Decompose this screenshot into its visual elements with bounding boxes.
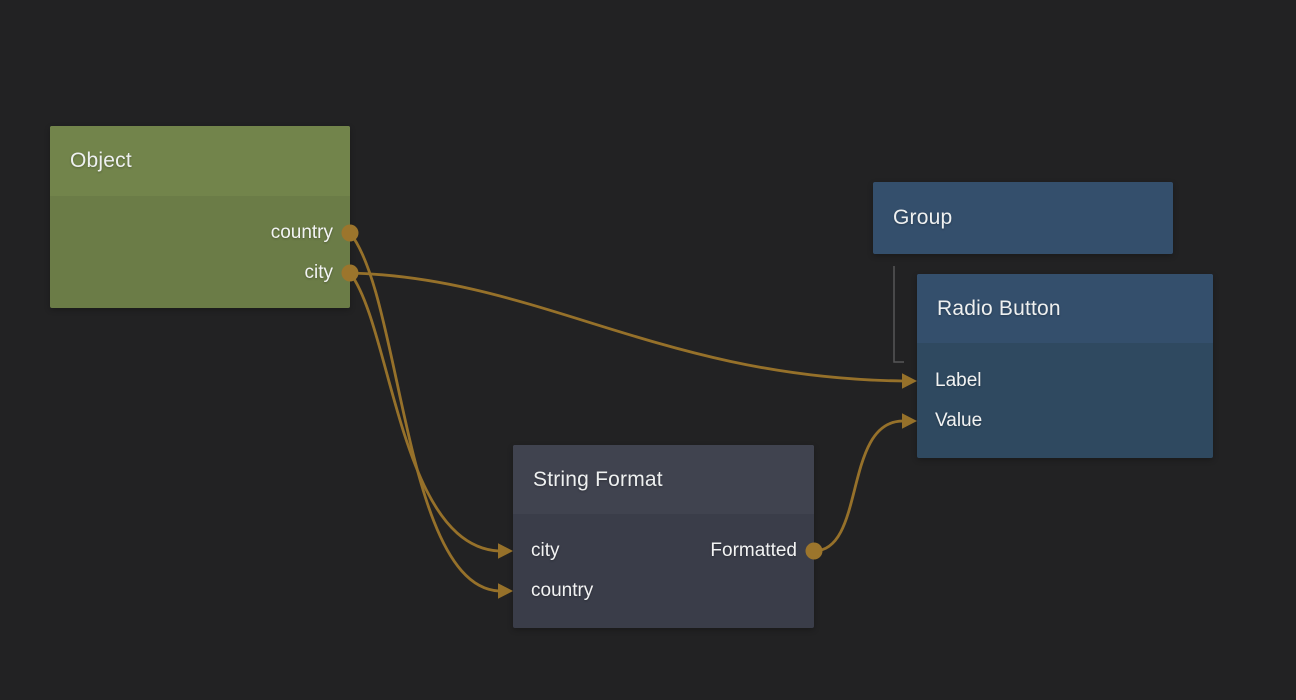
input-port-arrow-value[interactable] <box>902 413 917 429</box>
input-port-arrow-city[interactable] <box>498 543 513 559</box>
node-string-format[interactable]: String Format city Formatted country <box>513 445 814 628</box>
wire-country-to-stringformat-country <box>348 232 500 593</box>
wire-city-to-stringformat-city <box>348 272 500 553</box>
wire-city-to-label <box>349 271 904 383</box>
node-object-body: country city <box>50 196 350 308</box>
node-radio-button-title: Radio Button <box>937 296 1061 320</box>
port-row-country: country <box>50 213 350 253</box>
output-port-label-country: country <box>270 222 333 243</box>
input-port-label-city: city <box>531 540 560 561</box>
node-string-format-title: String Format <box>533 467 663 491</box>
node-object-header[interactable]: Object <box>50 126 350 196</box>
node-object-title: Object <box>70 149 132 172</box>
node-group[interactable]: Group <box>873 182 1173 254</box>
node-string-format-body: city Formatted country <box>513 514 814 611</box>
node-radio-button[interactable]: Radio Button Label Value <box>917 274 1213 458</box>
port-row-value: Value <box>917 401 1213 441</box>
input-port-label-country: country <box>531 580 594 601</box>
group-link-line <box>893 266 904 363</box>
output-port-label-city: city <box>304 262 334 283</box>
input-port-label-label: Label <box>935 370 982 391</box>
node-group-title: Group <box>893 206 953 229</box>
port-row-country: country <box>513 571 814 611</box>
node-object[interactable]: Object country city <box>50 126 350 308</box>
port-row-city: city <box>50 253 350 293</box>
port-row-label: Label <box>917 361 1213 401</box>
node-radio-button-body: Label Value <box>917 343 1213 441</box>
node-radio-button-header[interactable]: Radio Button <box>917 274 1213 343</box>
output-port-label-formatted: Formatted <box>710 540 797 561</box>
port-row-city-formatted: city Formatted <box>513 531 814 571</box>
input-port-arrow-country[interactable] <box>498 583 513 599</box>
node-group-header[interactable]: Group <box>873 182 1173 254</box>
wire-formatted-to-value <box>813 419 904 553</box>
input-port-arrow-label[interactable] <box>902 373 917 389</box>
node-string-format-header[interactable]: String Format <box>513 445 814 514</box>
input-port-label-value: Value <box>935 410 983 431</box>
